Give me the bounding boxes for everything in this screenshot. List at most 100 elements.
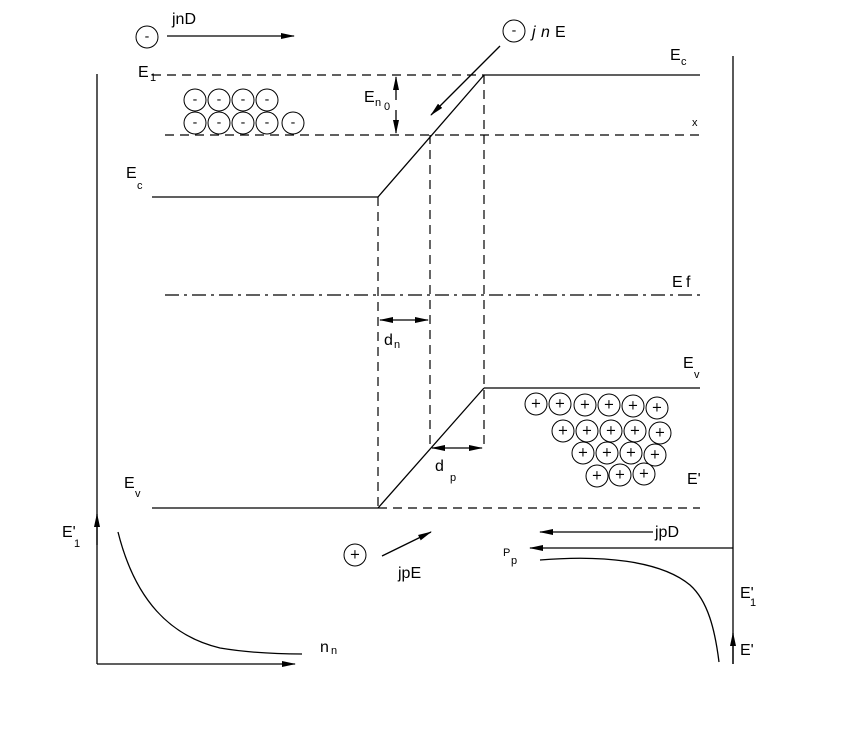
svg-text:+: + (628, 399, 639, 414)
svg-text:-: - (145, 30, 150, 45)
e1-prime-right-label-sub: 1 (750, 597, 756, 609)
svg-text:+: + (604, 398, 615, 413)
ec-left-label: E (126, 165, 137, 182)
svg-text:+: + (592, 469, 603, 484)
plus-circle-icon: + (573, 393, 597, 417)
e-prime-bottom-label: E' (740, 642, 754, 659)
svg-text:-: - (265, 116, 270, 131)
minus-circle-icon: - (231, 88, 255, 112)
svg-text:+: + (615, 468, 626, 483)
dp-label: d (435, 458, 444, 475)
minus-circle-icon: - (207, 111, 231, 135)
svg-text:-: - (291, 116, 296, 131)
svg-text:+: + (580, 398, 591, 413)
en0-label-sub: n (375, 97, 381, 109)
svg-text:+: + (602, 446, 613, 461)
x-label: x (692, 117, 698, 129)
single-carriers: - - + (135, 19, 526, 567)
svg-text:+: + (350, 548, 361, 563)
conduction-band-slope (377, 74, 485, 198)
plus-circle-icon: + (643, 443, 667, 467)
minus-circle-icon: - (231, 111, 255, 135)
minus-circle-icon: - (135, 25, 159, 49)
svg-text:+: + (558, 424, 569, 439)
svg-text:-: - (512, 24, 517, 39)
jnd-label: jnD (171, 11, 196, 28)
jpe-label: jpE (397, 565, 421, 582)
minus-circle-icon: - (207, 88, 231, 112)
plus-circle-icon: + (608, 463, 632, 487)
svg-text:-: - (193, 116, 198, 131)
svg-text:-: - (217, 93, 222, 108)
hole-cluster: ++++++++++++++++++ (524, 392, 672, 488)
nn-label: n (320, 639, 329, 656)
plus-circle-icon: + (575, 419, 599, 443)
ev-left-label-sub: v (135, 488, 141, 500)
dn-label: d (384, 332, 393, 349)
plus-circle-icon: + (632, 462, 656, 486)
jpd-label: jpD (654, 524, 679, 541)
e-prime-right-label: E' (687, 471, 701, 488)
svg-text:-: - (241, 93, 246, 108)
en0-label: E (364, 89, 375, 106)
plus-circle-icon: + (548, 392, 572, 416)
plus-circle-icon: + (599, 419, 623, 443)
jne-arrow (430, 45, 501, 116)
minus-circle-icon: - (255, 88, 279, 112)
electron-distribution-curve (117, 531, 303, 655)
plus-circle-icon: + (597, 393, 621, 417)
dp-label-sub: p (450, 472, 456, 484)
dn-label-sub: n (394, 339, 400, 351)
minus-circle-icon: - (281, 111, 305, 135)
svg-text:-: - (241, 116, 246, 131)
plus-circle-icon: + (621, 394, 645, 418)
minus-circle-icon: - (502, 19, 526, 43)
ev-left-label: E (124, 475, 135, 492)
plus-circle-icon: + (343, 543, 367, 567)
plus-circle-icon: + (524, 392, 548, 416)
pp-label-sub: p (511, 555, 517, 567)
electron-cluster: - - - - - - - - - (183, 88, 305, 135)
svg-text:+: + (531, 397, 542, 412)
svg-text:+: + (606, 424, 617, 439)
svg-text:+: + (582, 424, 593, 439)
jne-label-e: E (555, 24, 566, 41)
jpe-arrow (381, 531, 432, 557)
ef-label: E (672, 274, 683, 291)
plus-circle-icon: + (551, 419, 575, 443)
e1-prime-right-label: E' (740, 585, 754, 602)
svg-text:+: + (655, 426, 666, 441)
svg-text:+: + (578, 446, 589, 461)
minus-circle-icon: - (255, 111, 279, 135)
e1-prime-left-label-sub: 1 (74, 538, 80, 550)
ev-right-label: E (683, 355, 694, 372)
jne-label-j: j (530, 24, 536, 41)
nn-label-sub: n (331, 645, 337, 657)
svg-text:+: + (555, 397, 566, 412)
e1-prime-left-label: E' (62, 524, 76, 541)
ec-right-label-sub: c (681, 56, 687, 68)
svg-text:+: + (650, 448, 661, 463)
plus-circle-icon: + (595, 441, 619, 465)
plus-circle-icon: + (619, 441, 643, 465)
svg-text:-: - (193, 93, 198, 108)
plus-circle-icon: + (645, 396, 669, 420)
e1-label: E (138, 64, 149, 81)
svg-text:+: + (652, 401, 663, 416)
ef-label-sub: f (686, 274, 691, 291)
svg-text:+: + (626, 446, 637, 461)
plus-circle-icon: + (648, 421, 672, 445)
ev-right-label-sub: v (694, 369, 700, 381)
svg-text:+: + (630, 424, 641, 439)
svg-text:-: - (217, 116, 222, 131)
svg-text:-: - (265, 93, 270, 108)
plus-circle-icon: + (585, 464, 609, 488)
plus-circle-icon: + (623, 419, 647, 443)
pp-label: P (503, 547, 510, 559)
jne-label-n: n (541, 24, 550, 41)
en0-label-subsub: 0 (384, 101, 390, 113)
svg-text:+: + (639, 467, 650, 482)
ec-right-label: E (670, 47, 681, 64)
minus-circle-icon: - (183, 111, 207, 135)
